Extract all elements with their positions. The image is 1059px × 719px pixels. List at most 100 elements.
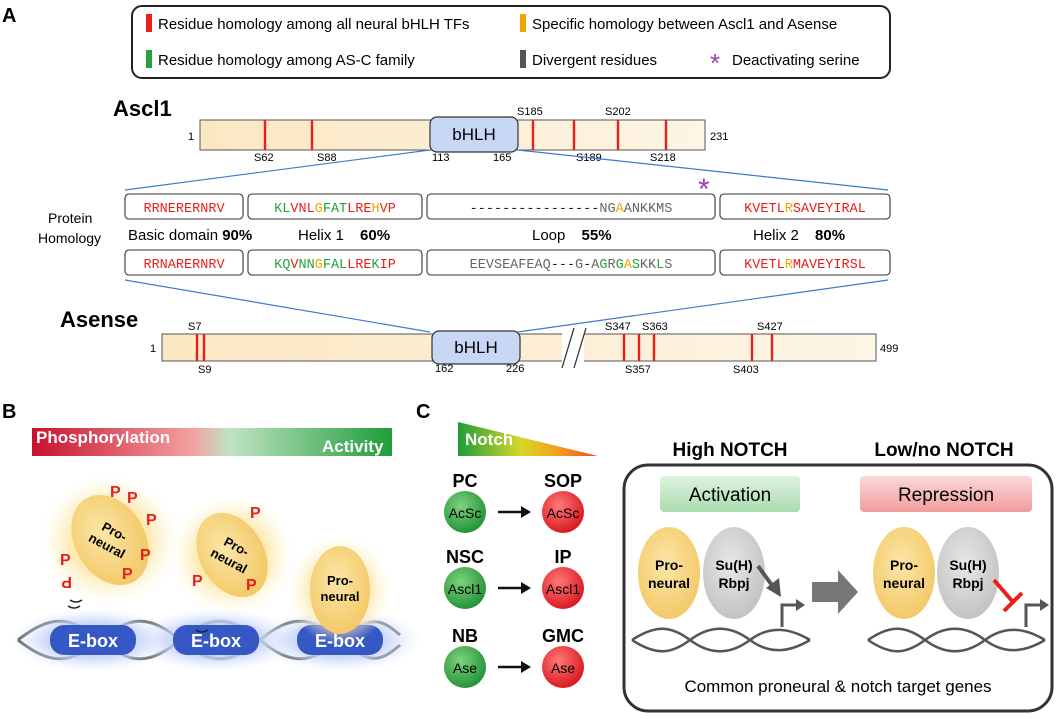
- activity-label: Activity: [322, 437, 384, 456]
- asense-sites: [195, 334, 774, 361]
- svg-text:P: P: [250, 505, 261, 522]
- asense-label-s357: S357: [625, 364, 651, 376]
- seq-basic-bottom: RRNARERNRV: [143, 258, 225, 273]
- asense-label-s9: S9: [198, 364, 211, 376]
- asense-label-s347: S347: [605, 321, 631, 333]
- proneural-3-line2: neural: [320, 589, 359, 604]
- ascl1-title: Ascl1: [113, 96, 172, 121]
- deactivating-serine-star-icon: *: [698, 173, 710, 206]
- legend-swatch-green: [146, 50, 152, 68]
- ascl1-start: 1: [188, 131, 194, 143]
- legend-swatch-red: [146, 14, 152, 32]
- activation-box: [660, 476, 800, 512]
- suh-oval-high: [703, 527, 765, 619]
- seq-box-loop-top: [426, 193, 716, 220]
- domain-helix1: Helix 1 60%: [298, 227, 390, 244]
- seq-helix2-top: KVETLRSAVEYIRAL: [744, 202, 866, 217]
- repression-bar-icon: [1002, 591, 1024, 613]
- row2-to-cell: [542, 567, 584, 609]
- legend-label-orange: Specific homology between Ascl1 and Asen…: [532, 16, 837, 33]
- transition-arrow-icon: [812, 570, 858, 614]
- proneural-oval-1: [71, 494, 149, 586]
- low-notch-title: Low/no NOTCH: [874, 440, 1013, 461]
- proneural-highly-phosphorylated: Pro- neural P P P P P P P: [40, 475, 180, 609]
- legend-swatch-orange: [520, 14, 526, 32]
- ascl1-bhlh-start: 113: [432, 152, 450, 164]
- proneural-oval-low: [873, 527, 935, 619]
- legend-box: [131, 5, 891, 79]
- seq-box-helix2-top: [719, 193, 891, 220]
- asense-label-s403: S403: [733, 364, 759, 376]
- suh-low-line1: Su(H): [949, 557, 986, 573]
- svg-text:P: P: [146, 512, 157, 529]
- row3-to-label: Ase: [551, 660, 575, 676]
- repression-box: [860, 476, 1032, 512]
- ebox-2-label: E-box: [191, 631, 241, 651]
- domain-helix2: Helix 2 80%: [753, 227, 845, 244]
- zoom-line-top-left: [124, 149, 431, 191]
- ebox-1: [50, 625, 136, 655]
- seq-loop-bottom: EEVSEAFEAQ---G-AGRGASKKLS: [470, 258, 673, 273]
- ascl1-bhlh-domain: [429, 116, 519, 153]
- sequence-row-asense: RRNARERNRV KQVNNGFALLREKIP EEVSEAFEAQ---…: [124, 249, 891, 276]
- asense-bhlh-start: 162: [435, 363, 453, 375]
- panel-b: B Phosphorylation Activity E-box E-box E…: [2, 401, 422, 672]
- activation-arrow-icon: [766, 578, 781, 597]
- proneural-high-line2: neural: [648, 575, 690, 591]
- row3-from-label: Ase: [453, 660, 477, 676]
- legend-label-grey: Divergent residues: [532, 52, 657, 69]
- seq-helix1-bottom: KQVNNGFALLREKIP: [274, 258, 396, 273]
- row2-from-title: NSC: [446, 547, 484, 567]
- ascl1-label-s218: S218: [650, 152, 676, 164]
- svg-text:P: P: [246, 577, 257, 594]
- proneural-high-line1: Pro-: [655, 557, 683, 573]
- seq-helix2-bottom: KVETLRMAVEYIRSL: [744, 258, 866, 273]
- ascl1-label-s185: S185: [517, 106, 543, 118]
- ascl1-bhlh-end: 165: [493, 152, 511, 164]
- proneural-oval-2: [196, 512, 268, 598]
- row1-to-title: SOP: [544, 471, 582, 491]
- zoom-line-bottom-left: [124, 279, 431, 333]
- legend-swatch-grey: [520, 50, 526, 68]
- notch-gradient: [458, 422, 598, 456]
- phosphorylation-label: Phosphorylation: [36, 428, 170, 447]
- tss-right-icon: [1024, 603, 1040, 627]
- legend-label-red: Residue homology among all neural bHLH T…: [158, 16, 470, 33]
- phospho-marks-2: P P P: [192, 505, 261, 594]
- asense-label-s427: S427: [757, 321, 783, 333]
- row2-from-label: Ascl1: [448, 581, 482, 597]
- panel-c-letter: C: [416, 401, 430, 423]
- asense-bhlh-end: 226: [506, 363, 524, 375]
- row3-from-title: NB: [452, 626, 478, 646]
- ebox-2: [173, 625, 259, 655]
- legend-label-green: Residue homology among AS-C family: [158, 52, 415, 69]
- notch-label: Notch: [465, 430, 513, 449]
- ascl1-label-s62: S62: [254, 152, 274, 164]
- seq-box-helix1-bottom: [247, 249, 423, 276]
- proneural-oval-high: [638, 527, 700, 619]
- row2-to-title: IP: [554, 547, 571, 567]
- seq-box-basic-top: [124, 193, 244, 220]
- asense-label-s7: S7: [188, 321, 201, 333]
- asense-bhlh-domain: [431, 330, 521, 365]
- zoom-line-bottom-right: [517, 279, 889, 333]
- panel-b-letter: B: [2, 401, 16, 423]
- row3-arrow-icon: [521, 661, 531, 673]
- asense-bhlh-label: bHLH: [454, 338, 497, 357]
- proneural-oval-3: [310, 546, 370, 634]
- proneural-partially-phosphorylated: Pro- neural P P P: [170, 495, 294, 633]
- proneural-3-line1: Pro-: [327, 573, 353, 588]
- seq-loop-top: ----------------NGAANKKMS: [470, 202, 673, 217]
- panel-c: C Notch PC AcSc SOP AcSc NSC Ascl1 IP As…: [416, 401, 1054, 713]
- cell-transitions: PC AcSc SOP AcSc NSC Ascl1 IP Ascl1 NB A…: [444, 471, 584, 688]
- seq-box-loop-bottom: [426, 249, 716, 276]
- activation-label: Activation: [689, 485, 771, 506]
- row2-to-label: Ascl1: [546, 581, 580, 597]
- ascl1-protein: Ascl1 bHLH 1 231 113 165 S185 S202 S62 S…: [113, 96, 728, 164]
- svg-text:P: P: [60, 552, 71, 569]
- sequence-row-ascl1: RRNERERNRV KLVNLGFATLREHVP -------------…: [124, 173, 891, 220]
- domain-basic: Basic domain 90%: [128, 227, 252, 244]
- proneural-low-line1: Pro-: [890, 557, 918, 573]
- suh-high-line2: Rbpj: [718, 575, 749, 591]
